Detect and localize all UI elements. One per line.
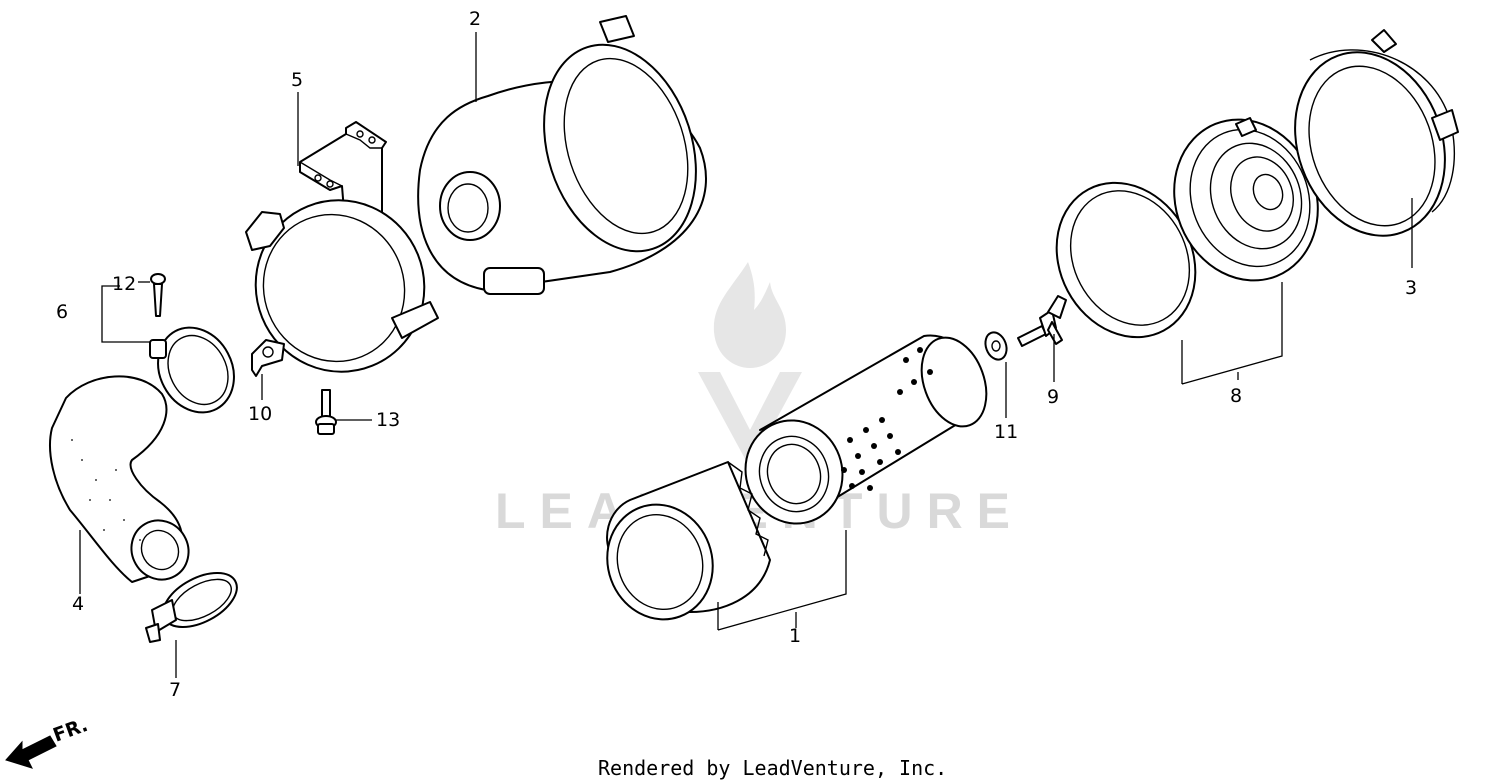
flange-bolt-13[interactable] — [315, 389, 337, 435]
bolt-12[interactable] — [150, 273, 166, 317]
render-credit: Rendered by LeadVenture, Inc. — [598, 756, 947, 780]
callout-8: 8 — [1230, 385, 1242, 407]
air-cleaner-housing[interactable] — [417, 15, 721, 295]
callout-2: 2 — [469, 8, 481, 30]
callout-7: 7 — [169, 679, 181, 701]
callout-5: 5 — [291, 69, 303, 91]
callout-4: 4 — [72, 593, 84, 615]
hose-clamp-upper[interactable] — [144, 314, 249, 426]
callout-12: 12 — [112, 273, 136, 295]
callout-9: 9 — [1047, 386, 1059, 408]
wing-bolt-9[interactable] — [1017, 295, 1067, 347]
front-direction-indicator: FR. — [5, 714, 91, 769]
callout-13: 13 — [376, 409, 400, 431]
callout-3: 3 — [1405, 277, 1417, 299]
leader-lines — [79, 32, 1413, 678]
air-cleaner-bracket[interactable] — [230, 121, 450, 397]
front-arrow-icon — [5, 735, 57, 769]
air-filter-element[interactable] — [731, 329, 998, 538]
intake-elbow-hose[interactable] — [49, 375, 199, 590]
callout-6: 6 — [56, 301, 68, 323]
outer-cover[interactable] — [1270, 29, 1470, 257]
inner-filter-sleeve[interactable] — [591, 461, 771, 634]
callout-10: 10 — [248, 403, 272, 425]
callout-11: 11 — [994, 421, 1018, 443]
front-label: FR. — [50, 714, 91, 747]
wing-nut-10[interactable] — [251, 339, 285, 377]
hose-clamp-lower[interactable] — [145, 562, 246, 643]
filter-cover-cap[interactable] — [1150, 98, 1341, 303]
callout-1: 1 — [789, 625, 801, 647]
washer-11[interactable] — [982, 329, 1010, 362]
